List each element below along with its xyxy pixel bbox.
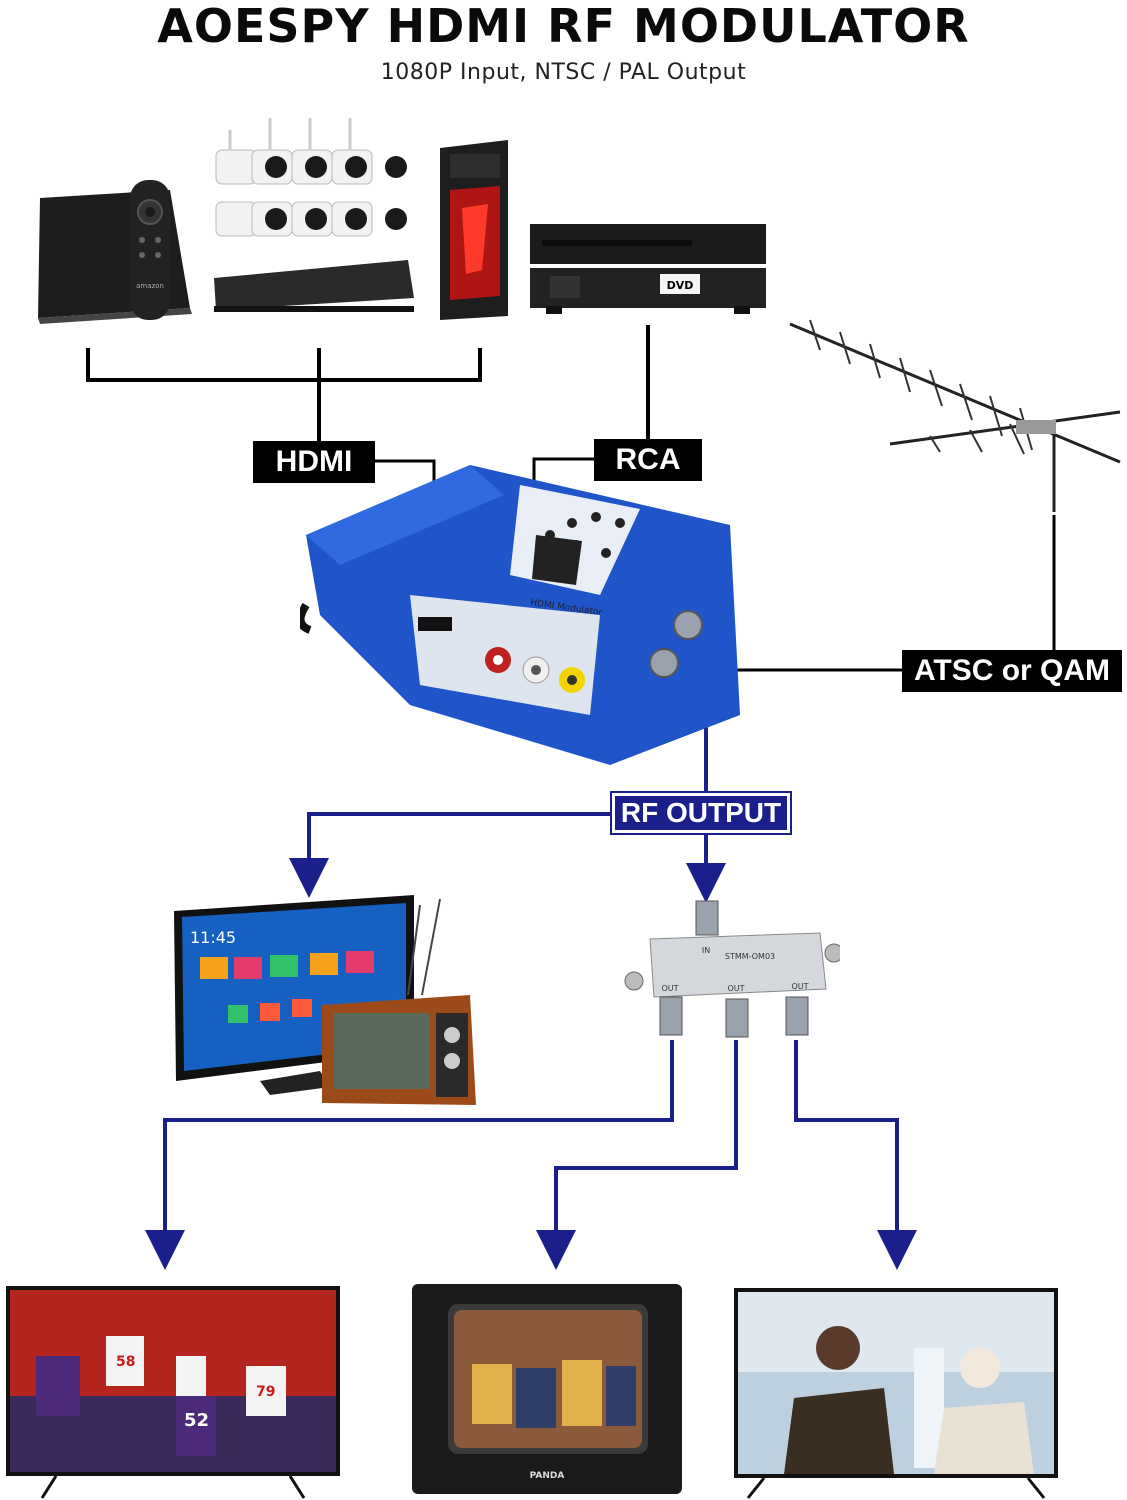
character-left (784, 1326, 894, 1474)
splitter-icon: STMM-OM03 IN OUT OUT OUT (624, 900, 840, 1038)
hdmi-port (418, 617, 452, 631)
dvd-logo: DVD (667, 279, 694, 292)
source-devices: amazon DVD (38, 118, 766, 324)
security-camera-kit-icon (214, 118, 414, 312)
rf-ports (649, 610, 703, 678)
modulator-device-icon: HDMI Modulator (300, 465, 740, 765)
splitter-out-2: OUT (727, 984, 744, 993)
character-right (934, 1348, 1034, 1474)
rca-label: RCA (594, 439, 702, 481)
hdmi-source-bracket (86, 348, 482, 442)
splitter-out-1: OUT (661, 984, 678, 993)
dvd-player-icon: DVD (530, 224, 766, 314)
page-title: AOESPY HDMI RF MODULATOR (157, 0, 970, 53)
tv-clock: 11:45 (190, 928, 236, 947)
page-subtitle: 1080P Input, NTSC / PAL Output (380, 60, 747, 85)
remote-control-icon: amazon (130, 180, 170, 320)
splitter-model: STMM-OM03 (725, 952, 775, 961)
crt-brand: PANDA (530, 1471, 565, 1481)
atsc-qam-label: ATSC or QAM (902, 650, 1122, 692)
lcd-display (532, 535, 582, 585)
rca-ports (485, 647, 585, 693)
splitter-out-3: OUT (791, 982, 808, 991)
rf-output-lines (145, 680, 917, 1270)
jersey-number-b: 52 (184, 1410, 209, 1431)
rf-output-label: RF OUTPUT (610, 791, 792, 835)
hdmi-label: HDMI (253, 441, 375, 483)
jersey-number-c: 79 (256, 1384, 275, 1400)
crt-tv-icon: PANDA (412, 1284, 682, 1494)
retro-tv-icon (322, 898, 476, 1105)
splitter-in-label: IN (702, 946, 710, 955)
jersey-number-a: 58 (116, 1354, 135, 1370)
antenna-icon (789, 319, 1121, 512)
flat-tv-winter-icon (734, 1288, 1058, 1499)
amazon-logo: amazon (136, 282, 164, 290)
pc-tower-icon (440, 140, 508, 320)
flat-tv-football-icon: 58 79 52 (6, 1286, 340, 1499)
tv-group-icon: 11:45 (174, 895, 476, 1105)
